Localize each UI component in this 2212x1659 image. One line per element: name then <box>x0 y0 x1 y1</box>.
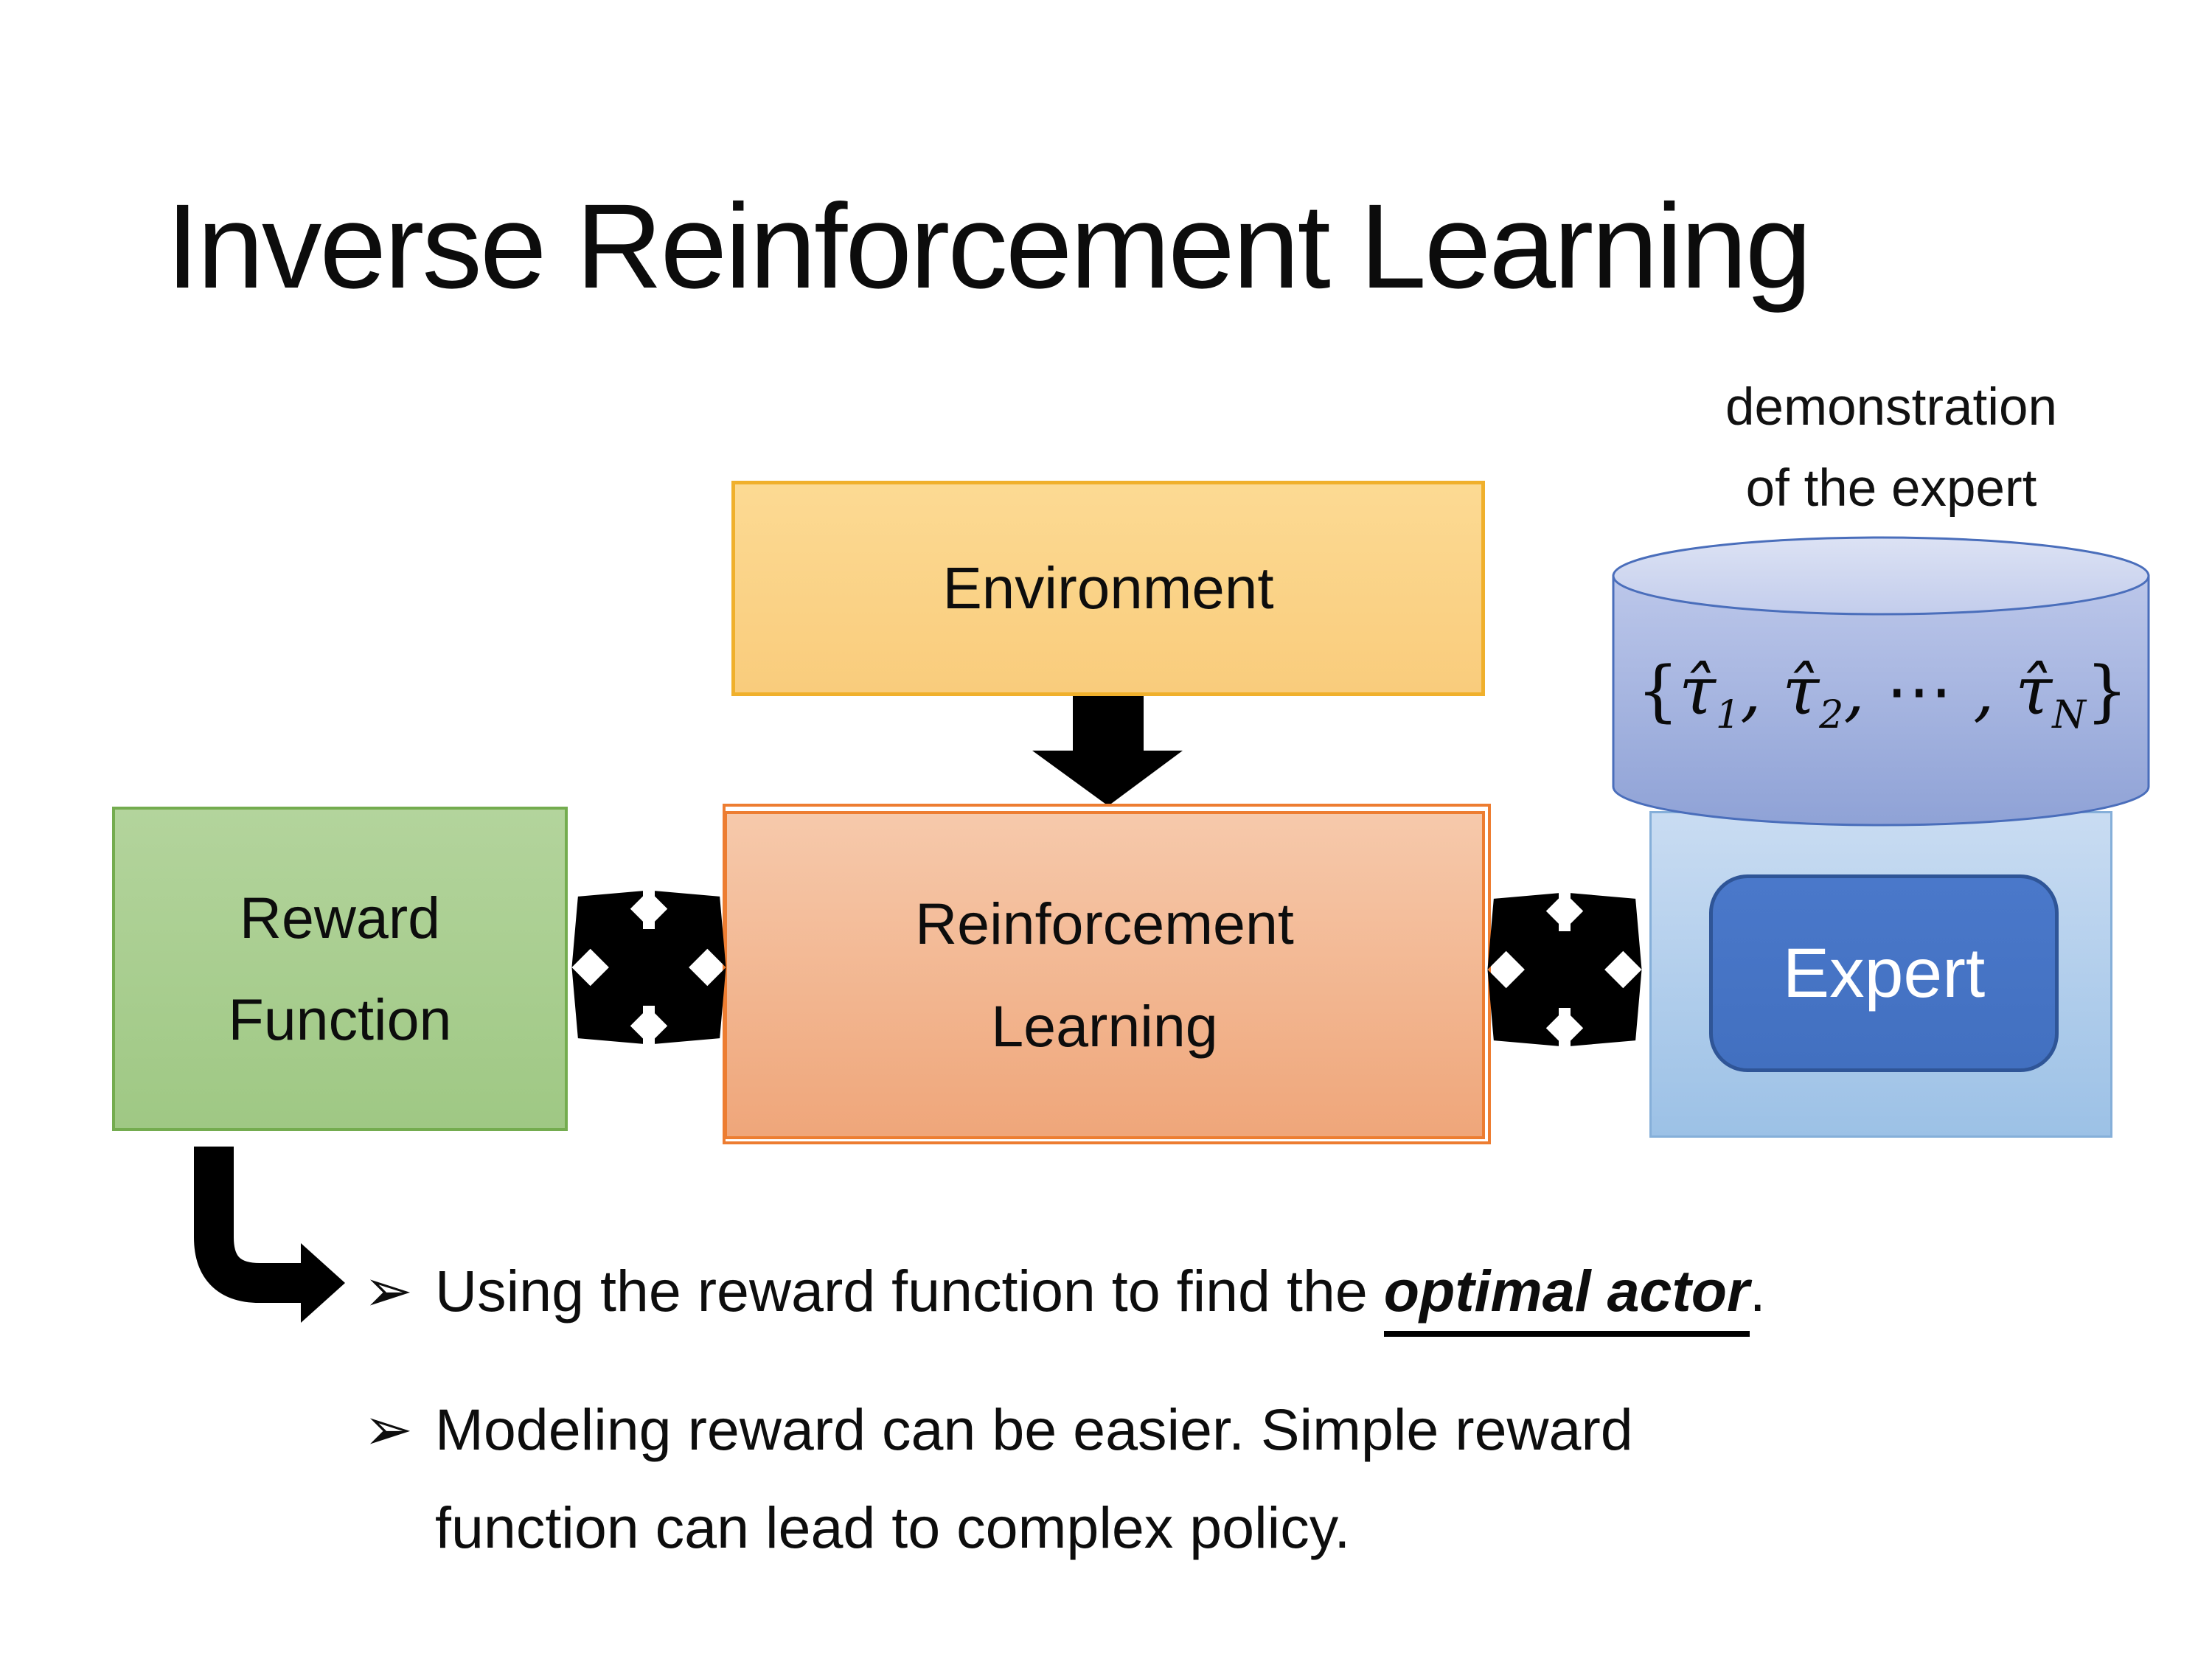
cylinder-top <box>1612 536 2150 616</box>
math-sep2: , <box>1843 653 1886 730</box>
down-arrow-shape <box>1032 696 1183 806</box>
math-sub1: 1 <box>1715 693 1741 737</box>
reward-function-label-line1: Reward <box>239 884 441 950</box>
expert-box: Expert <box>1709 874 2059 1072</box>
elbow-arrow-shaft <box>194 1147 304 1303</box>
database-cylinder-icon <box>1612 536 2150 827</box>
bullet-1-after: . <box>1749 1258 1766 1324</box>
expert-box-label: Expert <box>1782 933 1986 1012</box>
bullet-arrow-icon: ➢ <box>364 1258 414 1324</box>
math-sub2: 2 <box>1819 693 1844 737</box>
bullet-item-1: ➢ Using the reward function to find the … <box>364 1252 1766 1337</box>
bullet-item-2: ➢ Modeling reward can be easier. Simple … <box>364 1380 1633 1576</box>
bullet-1-text: Using the reward function to find the op… <box>435 1252 1766 1337</box>
trajectory-set-math: {τ̂1, τ̂2, ⋯ , τ̂N} <box>1610 655 2155 737</box>
reward-function-box: Reward Function <box>112 807 568 1131</box>
bullet-1-before: Using the reward function to find the <box>435 1258 1384 1324</box>
cylinder-body <box>1612 574 2150 827</box>
math-tau2: τ̂ <box>1782 653 1820 730</box>
demonstration-label-line2: of the expert <box>1745 459 2037 518</box>
demonstration-label: demonstration of the expert <box>1578 367 2205 529</box>
demonstration-label-line1: demonstration <box>1725 378 2057 437</box>
math-subN: N <box>2052 693 2086 737</box>
bullet-2-line2: function can lead to complex policy. <box>435 1495 1351 1560</box>
double-arrow-icon-right <box>1487 888 1642 1051</box>
double-arrow-icon-left <box>571 886 726 1048</box>
math-sep1: , <box>1740 653 1783 730</box>
bullet-2-text: Modeling reward can be easier. Simple re… <box>435 1380 1633 1576</box>
bullet-1-emphasis: optimal actor <box>1383 1258 1750 1337</box>
elbow-arrow-icon <box>194 1147 345 1323</box>
reinforcement-learning-box: Reinforcement Learning <box>723 804 1491 1144</box>
math-tauN: τ̂ <box>2015 653 2053 730</box>
diagonal-double-arrow-shape <box>1487 892 1642 1047</box>
environment-box-label: Environment <box>942 555 1274 621</box>
slide-title: Inverse Reinforcement Learning <box>166 178 1812 313</box>
reward-function-label-line2: Function <box>228 987 452 1052</box>
bullet-2-line1: Modeling reward can be easier. Simple re… <box>435 1397 1633 1462</box>
math-close-brace: } <box>2085 653 2129 730</box>
math-tau1: τ̂ <box>1679 653 1716 730</box>
down-arrow-icon <box>1032 696 1183 806</box>
reinforcement-learning-label-line2: Learning <box>991 992 1218 1059</box>
reinforcement-learning-label-line1: Reinforcement <box>915 891 1294 957</box>
math-dots: ⋯ <box>1885 653 1952 730</box>
math-open-brace: { <box>1636 653 1680 730</box>
bullet-arrow-icon: ➢ <box>364 1397 414 1462</box>
math-sep3: , <box>1952 653 2016 730</box>
diagonal-double-arrow-shape <box>571 890 726 1045</box>
environment-box: Environment <box>731 481 1485 696</box>
elbow-arrow-head <box>301 1243 345 1323</box>
